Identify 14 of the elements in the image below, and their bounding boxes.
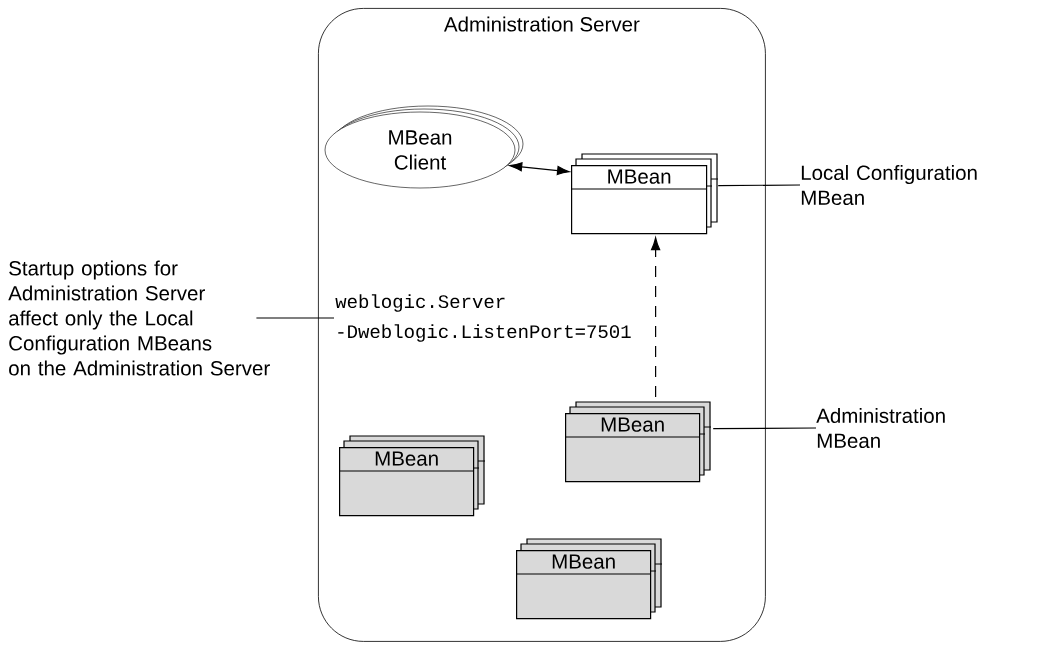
stacked-class-box: MBean: [564, 401, 712, 483]
ellipse-client: MBean Client: [324, 105, 524, 189]
leader-line: [717, 184, 801, 187]
leader-line: [712, 427, 817, 430]
command-line-text: weblogic.Server -Dweblogic.ListenPort=7501: [335, 294, 631, 342]
callout-text: Administration MBean: [816, 408, 945, 449]
stacked-class-box: MBean: [338, 435, 486, 517]
stacked-class-box: MBean: [515, 538, 663, 620]
leader-line: [255, 317, 335, 319]
arrow: [651, 237, 661, 398]
callout-text: Local Configuration MBean: [801, 165, 977, 206]
arrow: [509, 162, 570, 176]
note-text: Startup options for Administration Server affect only the Local Configuration MBeans on the Administration Server: [8, 260, 270, 376]
stacked-class-box: MBean: [570, 153, 719, 235]
